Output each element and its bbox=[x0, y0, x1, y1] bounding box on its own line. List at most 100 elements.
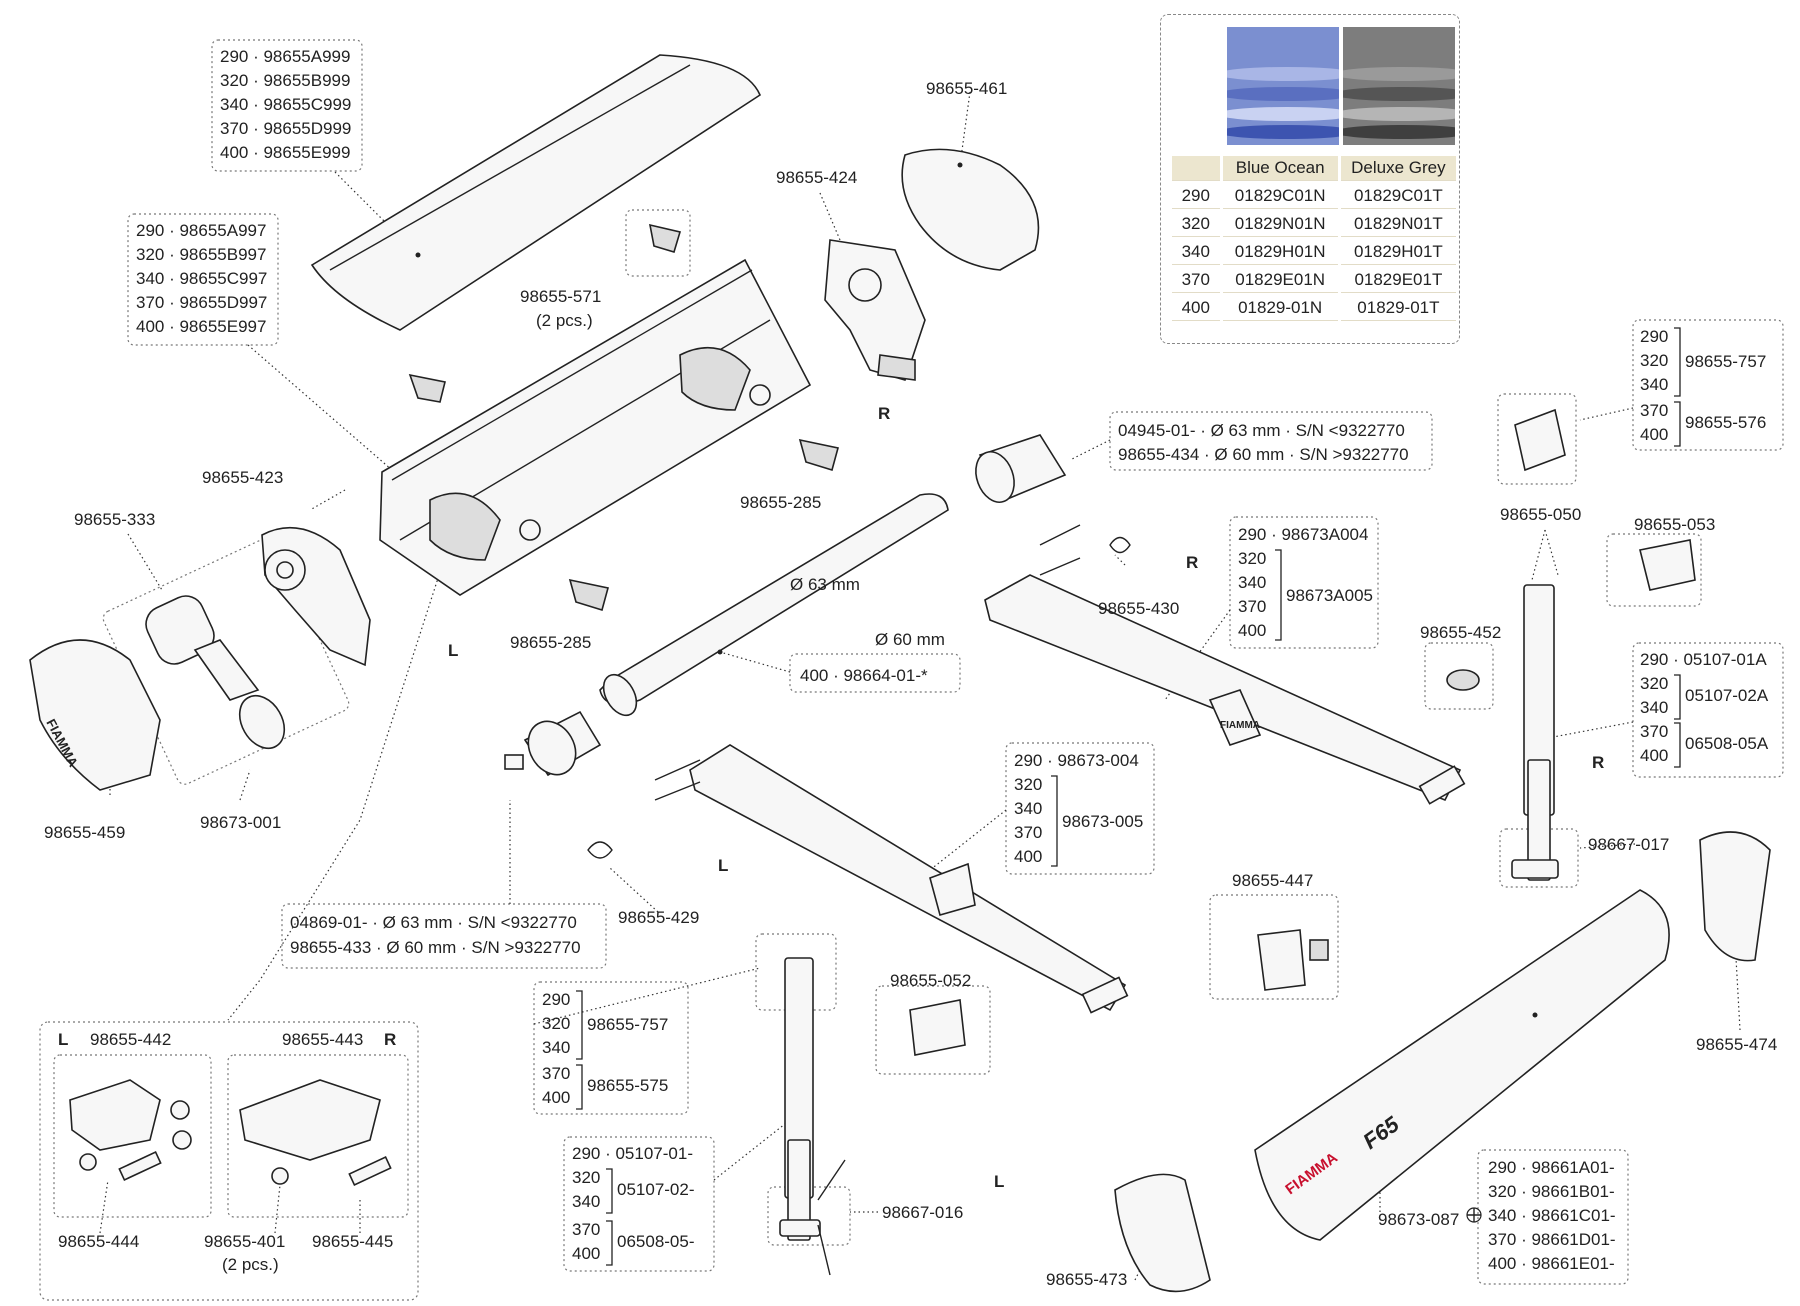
size-line: 400 bbox=[572, 1244, 600, 1263]
spring-429-part bbox=[587, 841, 613, 859]
arm-r-codes: 290 · 98673A004 320 340 370 400 98673A00… bbox=[1238, 525, 1373, 641]
size-line: 370 bbox=[1640, 722, 1668, 741]
bracket-r-box bbox=[227, 1054, 409, 1218]
endcap-r-box bbox=[1109, 411, 1433, 471]
code-line: 320 · 98655B999 bbox=[220, 71, 350, 90]
blue-code-cell: 01829H01N bbox=[1222, 240, 1338, 265]
fabric-table-header: Blue Ocean Deluxe Grey bbox=[1172, 156, 1456, 181]
leader-424 bbox=[819, 192, 841, 241]
side-r-label-3: R bbox=[1592, 753, 1604, 772]
leader-423 bbox=[309, 489, 346, 511]
leg-r-top-code-b: 98655-576 bbox=[1685, 413, 1766, 432]
label-443: 98655-443 bbox=[282, 1030, 363, 1049]
end-bracket-r-part bbox=[824, 239, 926, 381]
label-473: 98655-473 bbox=[1046, 1270, 1127, 1289]
size-line: 400 bbox=[1640, 746, 1668, 765]
grey-code-cell: 01829E01T bbox=[1340, 268, 1456, 293]
leader-endcap-r bbox=[1069, 439, 1111, 461]
leader-444 bbox=[99, 1179, 109, 1234]
size-line: 320 bbox=[1640, 351, 1668, 370]
side-r-label-2: R bbox=[1186, 553, 1198, 572]
p053-box bbox=[1606, 533, 1702, 607]
leg-r-codes: 290 · 05107-01A 320 340 05107-02A 370 40… bbox=[1640, 650, 1769, 768]
endcap-r-part bbox=[975, 434, 1067, 503]
label-445: 98655-445 bbox=[312, 1232, 393, 1251]
leader-461 bbox=[959, 91, 971, 166]
leader-430 bbox=[1114, 554, 1126, 566]
code-line: 340 · 98661C01- bbox=[1488, 1206, 1616, 1225]
table-row: 290 01829C01N 01829C01T bbox=[1172, 184, 1456, 209]
label-tube-code: 400 · 98664-01-* bbox=[800, 666, 928, 685]
label-571-qty: (2 pcs.) bbox=[536, 311, 593, 330]
clip-part bbox=[408, 223, 839, 612]
size-line: 340 bbox=[572, 1192, 600, 1211]
leg-r-code-c: 06508-05A bbox=[1685, 734, 1769, 753]
leg-r-head-box bbox=[1497, 393, 1577, 485]
arm-r-code: 98673A005 bbox=[1286, 586, 1373, 605]
size-line: 340 bbox=[1238, 573, 1266, 592]
size-line: 320 bbox=[1014, 775, 1042, 794]
label-401: 98655-401 bbox=[204, 1232, 285, 1251]
size-line: 370 bbox=[1640, 401, 1668, 420]
arm-r-first: 290 · 98673A004 bbox=[1238, 525, 1368, 544]
label-429: 98655-429 bbox=[618, 908, 699, 927]
label-424: 98655-424 bbox=[776, 168, 857, 187]
code-line: 340 · 98655C997 bbox=[136, 269, 267, 288]
leg-r-box bbox=[1632, 642, 1784, 778]
leg-r-code-b: 05107-02A bbox=[1685, 686, 1769, 705]
label-285b: 98655-285 bbox=[510, 633, 591, 652]
size-line: 320 bbox=[1238, 549, 1266, 568]
leader-050a bbox=[1531, 529, 1546, 581]
label-459: 98655-459 bbox=[44, 823, 125, 842]
cap-461-part bbox=[901, 148, 1040, 271]
side-r-label-kit: R bbox=[384, 1030, 396, 1049]
roller-tube-part bbox=[599, 493, 949, 717]
label-461: 98655-461 bbox=[926, 79, 1007, 98]
grey-code-cell: 01829C01T bbox=[1340, 184, 1456, 209]
grey-code-cell: 01829-01T bbox=[1340, 296, 1456, 321]
label-001: 98673-001 bbox=[200, 813, 281, 832]
code-line: 370 · 98655D999 bbox=[220, 119, 351, 138]
leader-arm-l bbox=[929, 809, 1007, 871]
leader-leg-l-top bbox=[533, 967, 761, 1025]
profile-box bbox=[127, 213, 279, 346]
endcap-l-line-2: 98655-433 · Ø 60 mm · S/N >9322770 bbox=[290, 938, 581, 957]
table-row: 400 01829-01N 01829-01T bbox=[1172, 296, 1456, 321]
bracket-l-box bbox=[53, 1054, 212, 1218]
endcap-r-line-1: 04945-01- · Ø 63 mm · S/N <9322770 bbox=[1118, 421, 1405, 440]
p447-box bbox=[1209, 894, 1339, 1000]
table-row: 320 01829N01N 01829N01T bbox=[1172, 212, 1456, 237]
header-deluxe-grey: Deluxe Grey bbox=[1340, 156, 1456, 181]
leg-l-code-c: 06508-05- bbox=[617, 1232, 695, 1251]
header-blue-ocean: Blue Ocean bbox=[1222, 156, 1338, 181]
leader-001 bbox=[239, 769, 251, 801]
arm-r-part: FIAMMA bbox=[984, 524, 1466, 805]
size-line: 400 bbox=[542, 1088, 570, 1107]
label-dia63: Ø 63 mm bbox=[790, 575, 860, 594]
leader-arm-r bbox=[1164, 609, 1231, 701]
side-l-label-kit: L bbox=[58, 1030, 68, 1049]
profile-codes: 290 · 98655A997 320 · 98655B997 340 · 98… bbox=[136, 221, 267, 336]
label-333: 98655-333 bbox=[74, 510, 155, 529]
label-474: 98655-474 bbox=[1696, 1035, 1777, 1054]
size-cell: 290 bbox=[1172, 184, 1220, 209]
label-017: 98667-017 bbox=[1588, 835, 1669, 854]
size-line: 340 bbox=[1014, 799, 1042, 818]
side-l-label-3: L bbox=[994, 1172, 1004, 1191]
leg-l-part bbox=[779, 957, 966, 1276]
leader-leg-r-top bbox=[1579, 407, 1634, 421]
blue-code-cell: 01829N01N bbox=[1222, 212, 1338, 237]
label-447: 98655-447 bbox=[1232, 871, 1313, 890]
top-cover-codes: 290 · 98655A999 320 · 98655B999 340 · 98… bbox=[220, 47, 351, 162]
leg-r-top-codes: 290 320 340 98655-757 370 400 98655-576 bbox=[1640, 327, 1766, 447]
cap-474-part bbox=[1699, 831, 1771, 962]
size-cell: 340 bbox=[1172, 240, 1220, 265]
fabric-table: Blue Ocean Deluxe Grey 290 01829C01N 018… bbox=[1169, 153, 1459, 324]
bracket-kit-box bbox=[39, 1021, 419, 1301]
size-line: 320 bbox=[1640, 674, 1668, 693]
side-r-label-1: R bbox=[878, 404, 890, 423]
blue-code-cell: 01829E01N bbox=[1222, 268, 1338, 293]
grey-code-cell: 01829H01T bbox=[1340, 240, 1456, 265]
leader-050b bbox=[1544, 529, 1559, 576]
